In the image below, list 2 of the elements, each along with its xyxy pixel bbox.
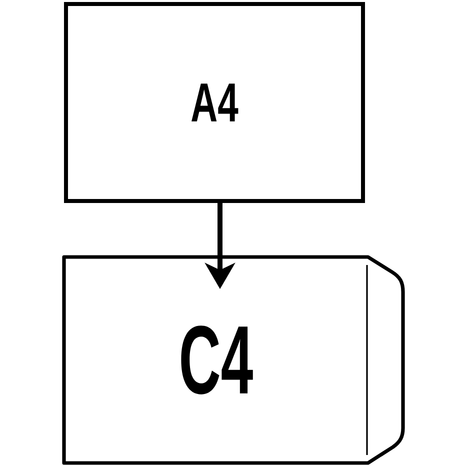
paper-sheet: A4: [64, 2, 365, 203]
envelope: C4: [62, 255, 405, 465]
